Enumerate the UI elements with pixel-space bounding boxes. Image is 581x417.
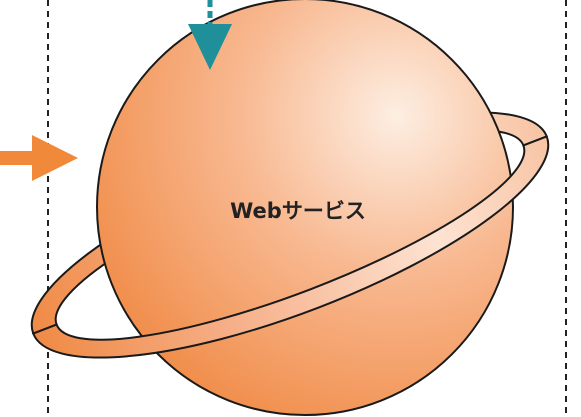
arrow-right-icon — [0, 135, 78, 181]
planet-label: Webサービス — [230, 199, 366, 223]
